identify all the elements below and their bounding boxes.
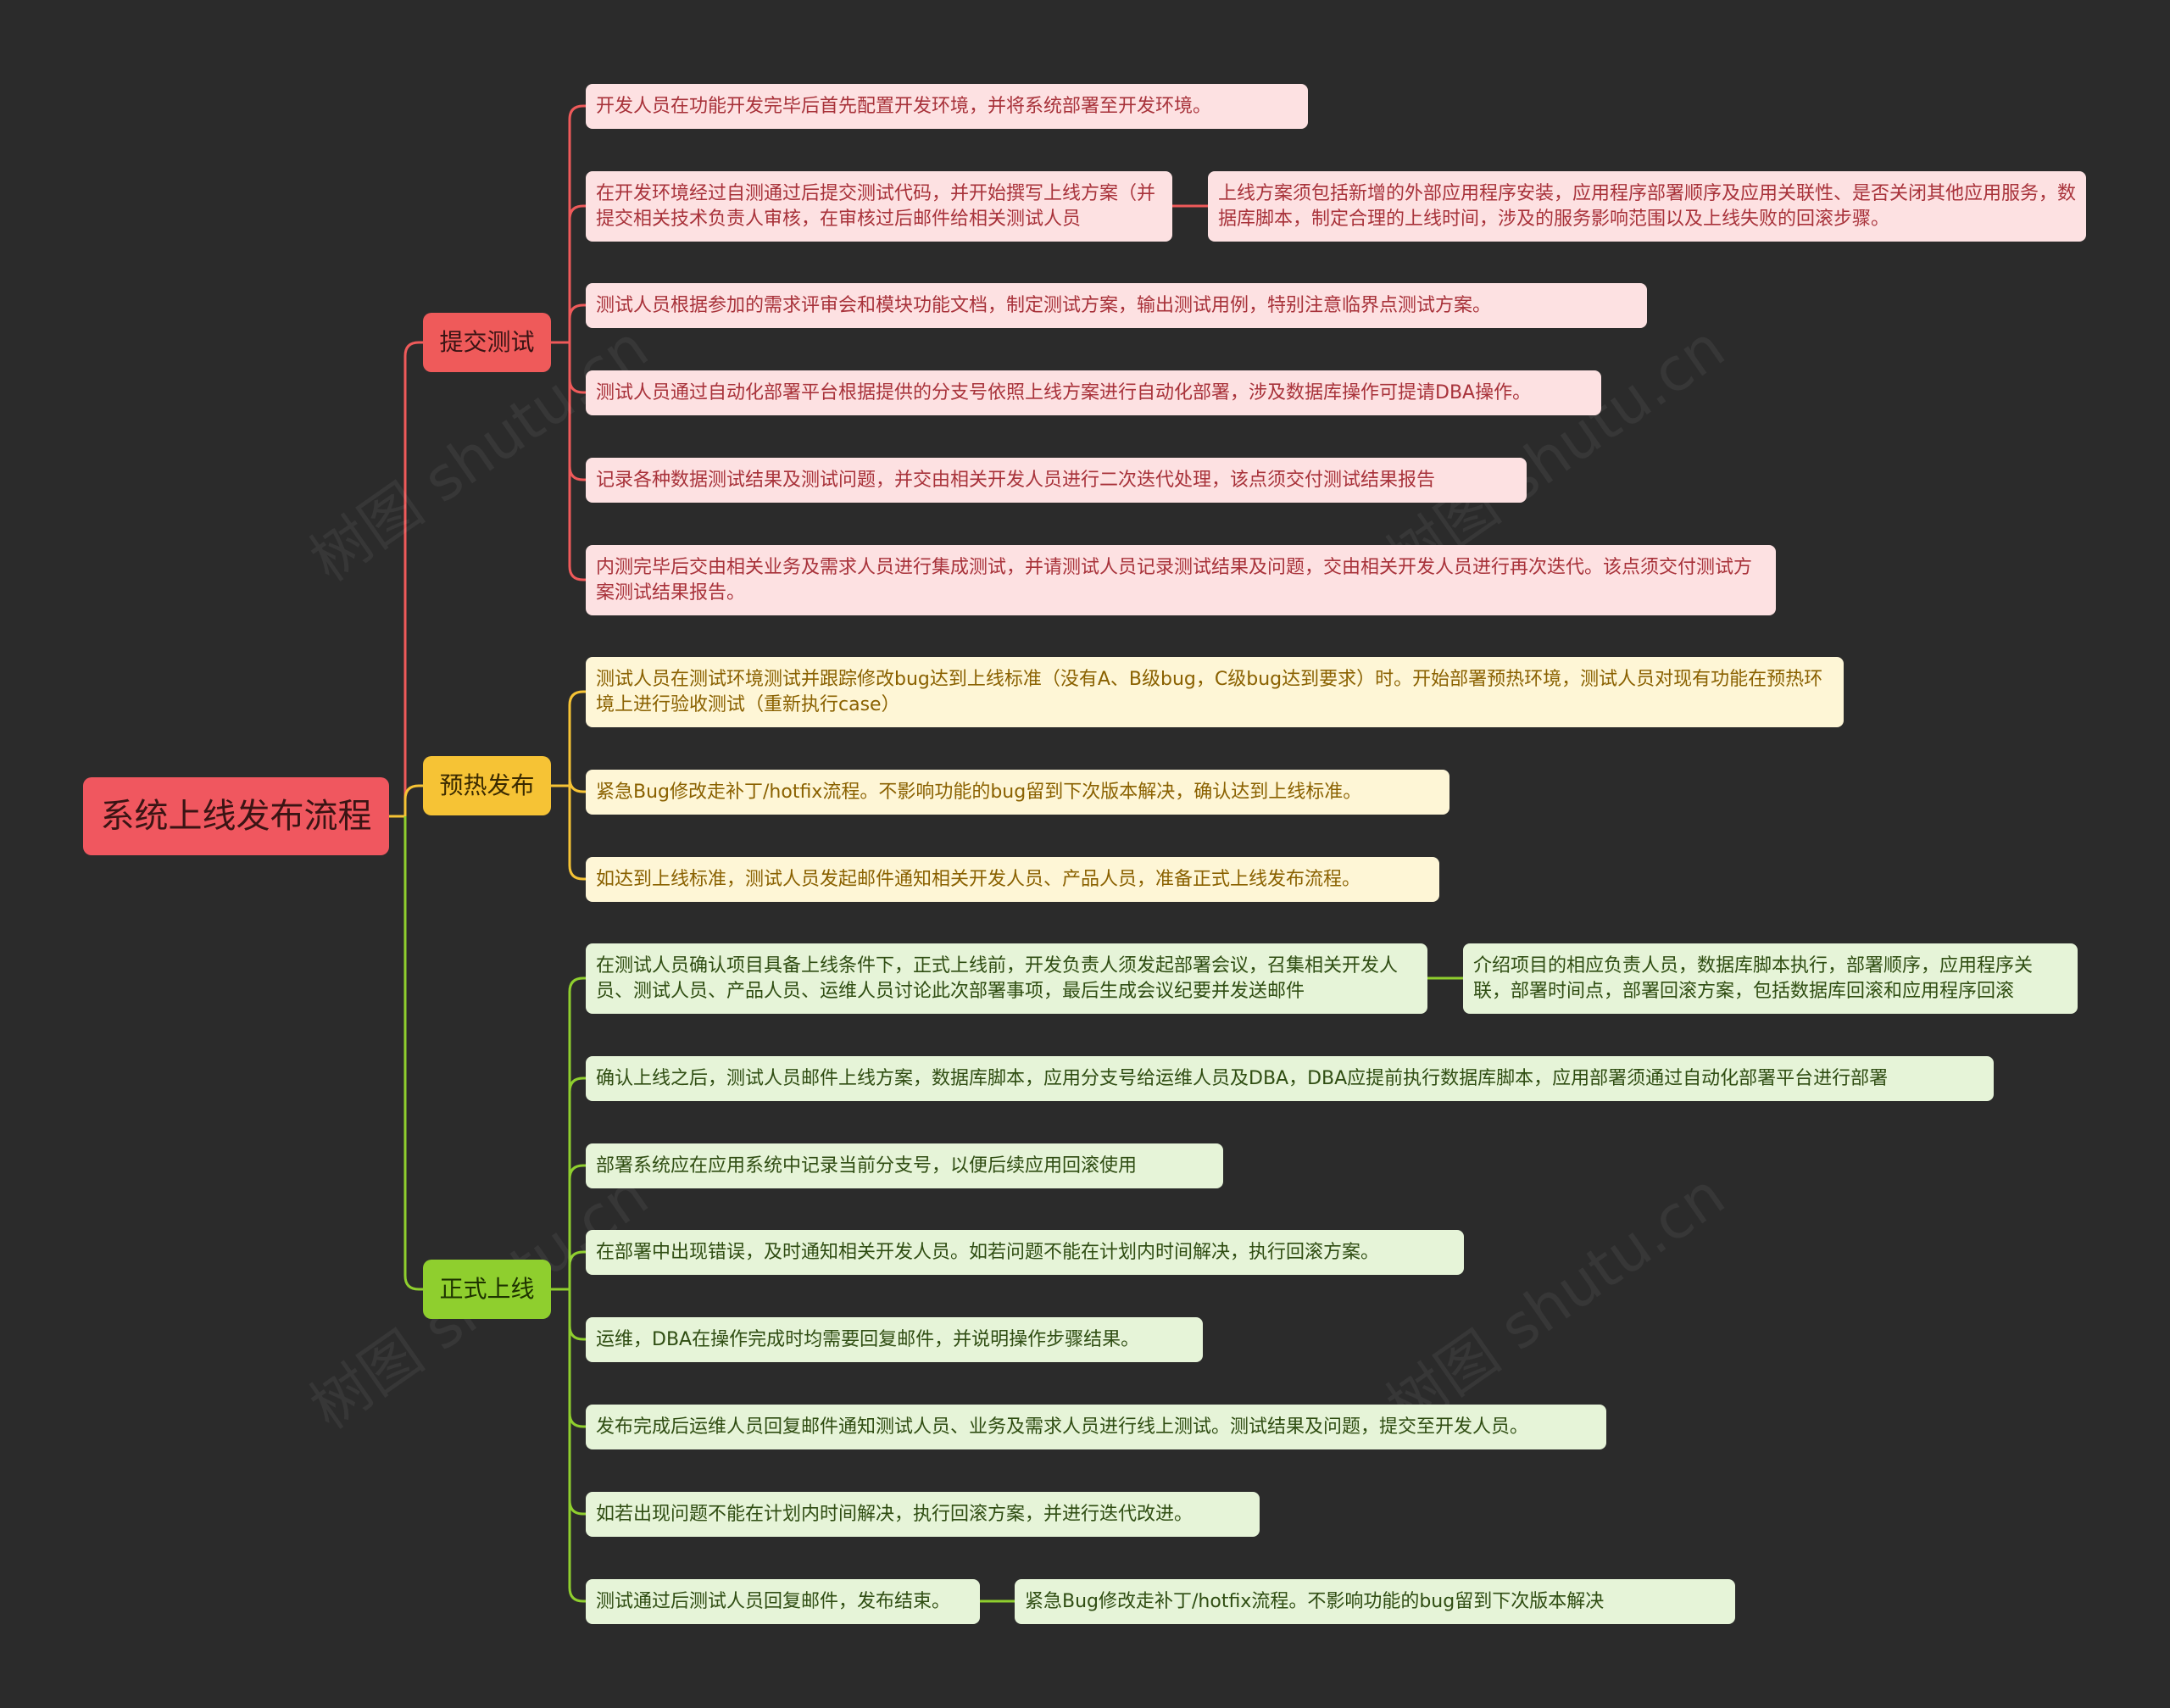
connector-line [568,690,586,786]
branch-official-launch[interactable]: 正式上线 [423,1260,551,1319]
connector-line [568,1289,586,1428]
connector-line [568,1289,586,1516]
branch-submit-test[interactable]: 提交测试 [423,313,551,372]
list-item-child[interactable]: 上线方案须包括新增的外部应用程序安装，应用程序部署顺序及应用关联性、是否关闭其他… [1208,171,2086,242]
connector-line [568,786,586,881]
list-item[interactable]: 测试人员根据参加的需求评审会和模块功能文档，制定测试方案，输出测试用例，特别注意… [586,283,1647,328]
list-item[interactable]: 发布完成后运维人员回复邮件通知测试人员、业务及需求人员进行线上测试。测试结果及问… [586,1405,1606,1449]
connector-line [568,777,586,793]
list-item-child[interactable]: 介绍项目的相应负责人员，数据库脚本执行，部署顺序，应用程序关联，部署时间点，部署… [1463,943,2078,1014]
connector-line [403,341,423,816]
connector-line [568,204,586,342]
connector-line [568,342,586,581]
list-item-child[interactable]: 紧急Bug修改走补丁/hotfix流程。不影响功能的bug留到下次版本解决 [1015,1579,1735,1624]
list-item[interactable]: 如达到上线标准，测试人员发起邮件通知相关开发人员、产品人员，准备正式上线发布流程… [586,857,1439,902]
list-item[interactable]: 在开发环境经过自测通过后提交测试代码，并开始撰写上线方案（并提交相关技术负责人审… [586,171,1172,242]
branch-preheat-release[interactable]: 预热发布 [423,756,551,815]
list-item[interactable]: 记录各种数据测试结果及测试问题，并交由相关开发人员进行二次迭代处理，该点须交付测… [586,458,1527,503]
root-topic[interactable]: 系统上线发布流程 [83,777,389,855]
list-item[interactable]: 测试人员通过自动化部署平台根据提供的分支号依照上线方案进行自动化部署，涉及数据库… [586,370,1601,415]
connector-line [403,816,423,1291]
connector-line [568,104,586,342]
connector-line [568,1164,586,1289]
list-item[interactable]: 在部署中出现错误，及时通知相关开发人员。如若问题不能在计划内时间解决，执行回滚方… [586,1230,1464,1275]
connector-line [403,784,423,816]
connector-line [568,976,586,1289]
connector-line [568,1289,586,1603]
connector-line [568,1289,586,1341]
list-item[interactable]: 部署系统应在应用系统中记录当前分支号，以便后续应用回滚使用 [586,1143,1223,1188]
connector-line [568,303,586,342]
list-item[interactable]: 开发人员在功能开发完毕后首先配置开发环境，并将系统部署至开发环境。 [586,84,1308,129]
connector-line [568,1077,586,1289]
list-item[interactable]: 内测完毕后交由相关业务及需求人员进行集成测试，并请测试人员记录测试结果及问题，交… [586,545,1776,615]
list-item[interactable]: 运维，DBA在操作完成时均需要回复邮件，并说明操作步骤结果。 [586,1317,1203,1362]
list-item[interactable]: 紧急Bug修改走补丁/hotfix流程。不影响功能的bug留到下次版本解决，确认… [586,770,1449,815]
list-item[interactable]: 在测试人员确认项目具备上线条件下，正式上线前，开发负责人须发起部署会议，召集相关… [586,943,1427,1014]
connector-line [568,1250,586,1289]
list-item[interactable]: 测试通过后测试人员回复邮件，发布结束。 [586,1579,980,1624]
list-item[interactable]: 确认上线之后，测试人员邮件上线方案，数据库脚本，应用分支号给运维人员及DBA，D… [586,1056,1994,1101]
list-item[interactable]: 测试人员在测试环境测试并跟踪修改bug达到上线标准（没有A、B级bug，C级bu… [586,657,1844,727]
list-item[interactable]: 如若出现问题不能在计划内时间解决，执行回滚方案，并进行迭代改进。 [586,1492,1260,1537]
